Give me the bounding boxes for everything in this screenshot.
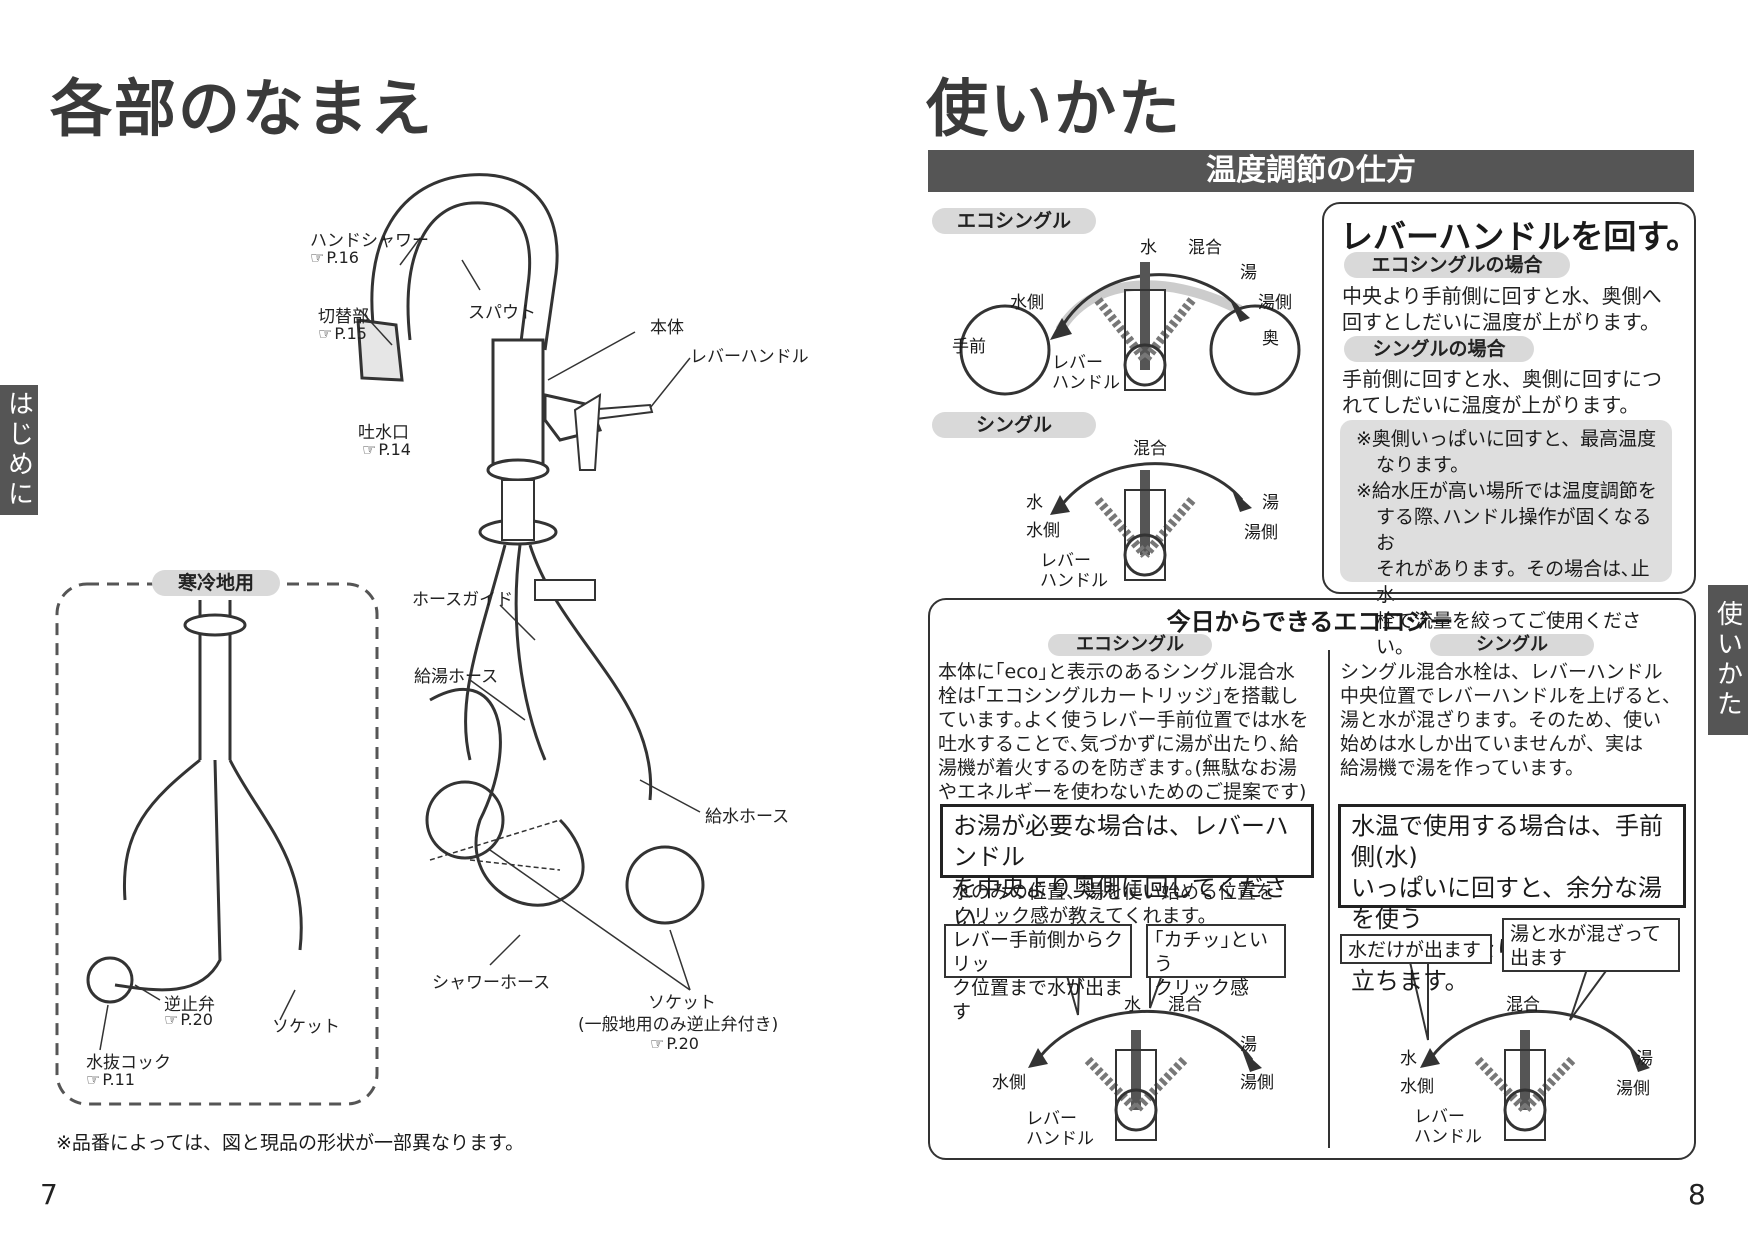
pointing-hand-icon: ☞ — [362, 440, 377, 459]
howto-box — [1322, 202, 1696, 594]
label-hand-shower: ハンドシャワー — [310, 231, 429, 251]
dial3-hot-side: 湯側 — [1240, 1073, 1274, 1093]
ecology-single-text: シングル混合水栓は、レバーハンドル 中央位置でレバーハンドルを上げると、 湯と水… — [1340, 661, 1681, 779]
label-socket-cold: ソケット — [272, 1017, 340, 1037]
page-title-parts: 各部のなまえ — [50, 72, 435, 145]
dial4-hot-side: 湯側 — [1616, 1079, 1650, 1099]
label-switch: 切替部 — [318, 307, 369, 327]
pointing-hand-icon: ☞ — [86, 1070, 101, 1089]
label-socket-note: (一般地用のみ逆止弁付き) — [578, 1015, 779, 1035]
label-hot-hose: 給湯ホース — [414, 667, 499, 687]
pointing-hand-icon: ☞ — [310, 248, 325, 267]
single-case-pill: シングルの場合 — [1344, 336, 1534, 362]
eco-case-pill: エコシングルの場合 — [1344, 252, 1570, 278]
label-lever-handle: レバーハンドル — [690, 347, 809, 367]
dial4-water-side: 水側 — [1400, 1077, 1434, 1097]
label-body: 本体 — [650, 318, 684, 338]
dial2-water: 水 — [1026, 493, 1043, 513]
dial4-handle: ハンドル — [1414, 1127, 1482, 1147]
dial1-water: 水 — [1140, 238, 1157, 258]
footnote: ※品番によっては、図と現品の形状が一部異なります。 — [56, 1132, 525, 1154]
dial3-handle: ハンドル — [1026, 1129, 1094, 1149]
dial1-hot: 湯 — [1240, 263, 1257, 283]
callout-front-water: レバー手前側からクリッ ク位置まで水が出ます — [944, 924, 1132, 1023]
dial4-water: 水 — [1400, 1049, 1417, 1069]
label-hose-guide: ホースガイド — [412, 590, 514, 610]
dial3-water: 水 — [1124, 995, 1141, 1015]
callout-mixed: 湯と水が混ざって 出ます — [1502, 918, 1680, 972]
dial2-water-side: 水側 — [1026, 521, 1060, 541]
dial4-mix: 混合 — [1506, 995, 1540, 1015]
dial4-lever: レバー — [1414, 1107, 1465, 1127]
dial1-handle: ハンドル — [1052, 373, 1120, 393]
ecology-heading: 今日からできるエコロジー — [1166, 608, 1454, 636]
side-tab-usage[interactable]: 使いかた — [1708, 585, 1748, 735]
page-number-left: 7 — [40, 1178, 58, 1211]
dial4-hot: 湯 — [1636, 1049, 1653, 1069]
ecology-eco-pill: エコシングル — [1048, 634, 1212, 656]
dial2-hot-side: 湯側 — [1244, 523, 1278, 543]
ref-socket[interactable]: ☞P.20 — [650, 1034, 699, 1053]
caution-note: ※奥側いっぱいに回すと、最高温度 なります。 ※給水圧が高い場所では温度調節を … — [1340, 420, 1672, 658]
pointing-hand-icon: ☞ — [164, 1010, 179, 1029]
callout-water-only: 水だけが出ます — [1340, 934, 1492, 964]
dial1-mix: 混合 — [1188, 238, 1222, 258]
cold-region-pill: 寒冷地用 — [152, 570, 280, 596]
dial1-hot-side: 湯側 — [1258, 293, 1292, 313]
ref-switch[interactable]: ☞P.15 — [318, 324, 367, 343]
section-bar: 温度調節の仕方 — [928, 150, 1694, 192]
ref-hand-shower[interactable]: ☞P.16 — [310, 248, 359, 267]
side-tab-intro[interactable]: はじめに — [0, 385, 38, 515]
label-outlet: 吐水口 — [358, 423, 409, 443]
label-shower-hose: シャワーホース — [432, 973, 551, 993]
ref-check-valve[interactable]: ☞P.20 — [164, 1010, 213, 1029]
eco-single-pill: エコシングル — [932, 208, 1096, 234]
ref-drain-cock[interactable]: ☞P.11 — [86, 1070, 135, 1089]
label-check-valve: 逆止弁 — [164, 995, 215, 1015]
page-title-usage: 使いかた — [926, 72, 1183, 145]
click-explanation: 水のみの位置、湯を使い始める位置を クリック感が教えてくれます。 — [952, 881, 1276, 927]
label-cold-hose: 給水ホース — [705, 807, 790, 827]
label-socket: ソケット — [648, 993, 716, 1013]
dial1-water-side: 水側 — [1010, 293, 1044, 313]
eco-case-text-1: 中央より手前側に回すと水、奥側へ — [1342, 284, 1662, 308]
pointing-hand-icon: ☞ — [318, 324, 333, 343]
dial1-lever: レバー — [1052, 353, 1103, 373]
dial3-lever: レバー — [1026, 1109, 1077, 1129]
label-spout: スパウト — [468, 303, 536, 323]
dial2-hot: 湯 — [1262, 493, 1279, 513]
single-framed-advice: 水温で使用する場合は、手前側(水) いっぱいに回すと、余分な湯を使う ことがなく… — [1338, 804, 1686, 995]
page-number-right: 8 — [1688, 1178, 1706, 1211]
ecology-box — [928, 598, 1696, 1160]
howto-heading: レバーハンドルを回す。 — [1340, 217, 1700, 256]
dial2-mix: 混合 — [1133, 439, 1167, 459]
ecology-single-pill: シングル — [1430, 634, 1594, 656]
single-case-text-2: れてしだいに温度が上がります。 — [1342, 393, 1640, 417]
dial2-lever: レバー — [1040, 551, 1091, 571]
label-drain-cock: 水抜コック — [86, 1053, 171, 1073]
ecology-eco-text: 本体に｢eco｣と表示のあるシングル混合水 栓は｢エコシングルカートリッジ｣を搭… — [938, 661, 1309, 803]
dial2-handle: ハンドル — [1040, 571, 1108, 591]
dial1-front: 手前 — [952, 337, 986, 357]
dial1-back: 奥 — [1262, 329, 1279, 349]
pointing-hand-icon: ☞ — [650, 1034, 665, 1053]
ref-outlet[interactable]: ☞P.14 — [362, 440, 411, 459]
single-case-text-1: 手前側に回すと水、奥側に回すにつ — [1342, 367, 1662, 391]
single-pill: シングル — [932, 412, 1096, 438]
callout-click: ｢カチッ｣という クリック感 — [1146, 924, 1286, 999]
eco-case-text-2: 回すとしだいに温度が上がります。 — [1342, 310, 1660, 334]
dial3-mix: 混合 — [1168, 995, 1202, 1015]
dial3-water-side: 水側 — [992, 1073, 1026, 1093]
eco-framed-advice: お湯が必要な場合は、レバーハンドル を中央より奥側に回してください。 — [940, 804, 1314, 933]
dial3-hot: 湯 — [1240, 1035, 1257, 1055]
